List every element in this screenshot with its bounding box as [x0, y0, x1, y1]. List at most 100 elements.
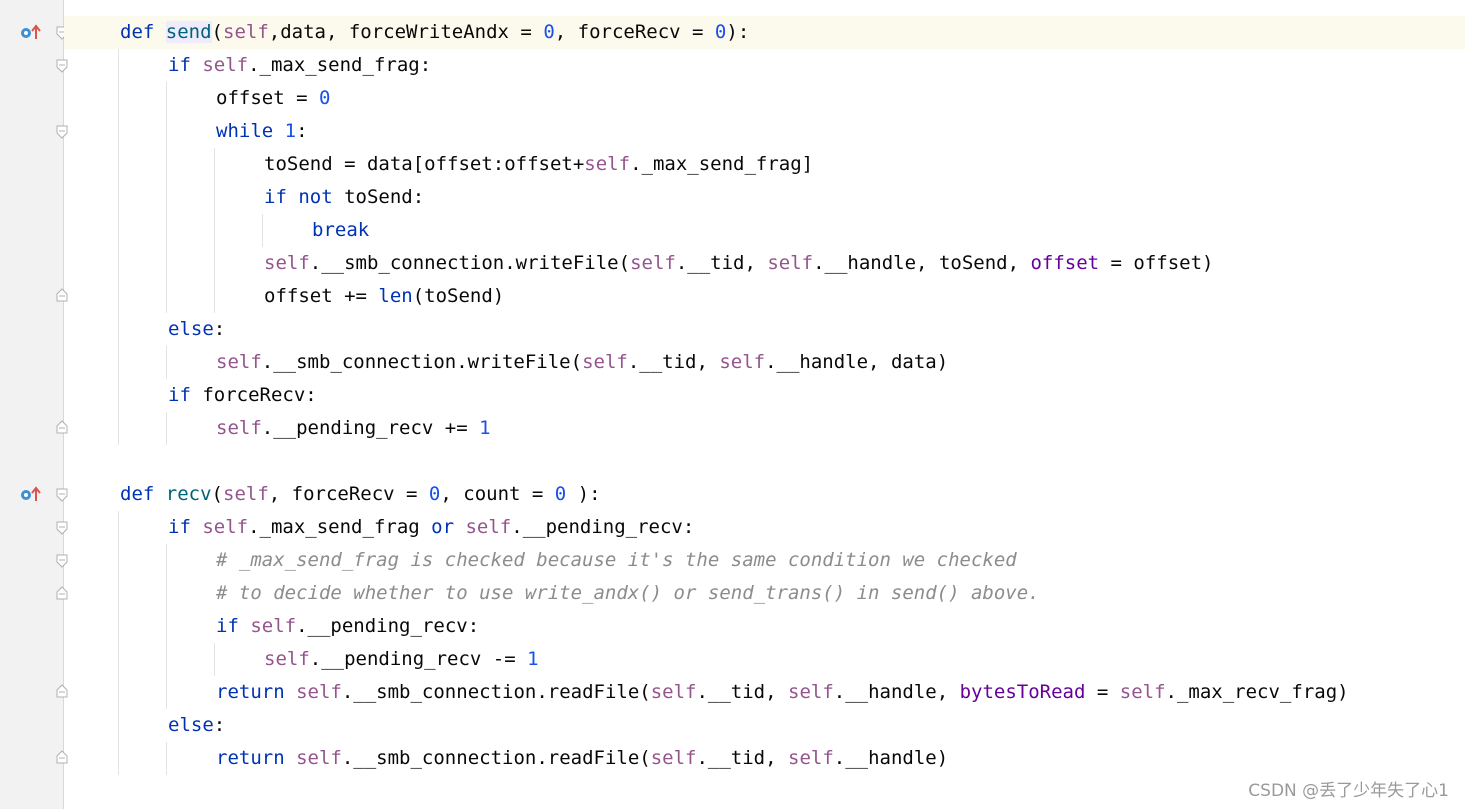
fold-icon[interactable]: [56, 59, 68, 73]
space: [287, 186, 298, 208]
code-text: , forceRecv =: [554, 21, 715, 43]
fold-icon[interactable]: [56, 750, 68, 764]
code-text: =: [1085, 681, 1120, 703]
number: 0: [714, 21, 727, 43]
code-line[interactable]: return self.__smb_connection.readFile(se…: [64, 676, 1465, 709]
code-text: , count =: [440, 483, 555, 505]
keyword: def: [120, 483, 155, 505]
punct: ):: [566, 483, 601, 505]
code-line[interactable]: self.__smb_connection.writeFile(self.__t…: [64, 247, 1465, 280]
code-line[interactable]: # to decide whether to use write_andx() …: [64, 577, 1465, 610]
keyword: if: [168, 516, 191, 538]
number: 1: [284, 120, 297, 142]
code-line[interactable]: while 1:: [64, 115, 1465, 148]
space: [273, 120, 284, 142]
code-line[interactable]: def recv(self, forceRecv = 0, count = 0 …: [64, 478, 1465, 511]
code-text: .__tid,: [696, 681, 788, 703]
punct: (: [211, 483, 223, 505]
code-text: .__tid,: [696, 747, 788, 769]
code-text: .__pending_recv:: [296, 615, 480, 637]
indent-guide: [214, 643, 215, 676]
indent-guide: [214, 148, 215, 313]
self-token: self: [719, 351, 766, 373]
keyword: if: [216, 615, 239, 637]
code-text: ,data, forceWriteAndx =: [268, 21, 544, 43]
code-line[interactable]: if not toSend:: [64, 181, 1465, 214]
code-text: .__smb_connection.readFile(: [341, 747, 651, 769]
code-text: toSend = data[offset:offset+: [264, 153, 585, 175]
code-line[interactable]: offset = 0: [64, 82, 1465, 115]
code-text: offset +=: [264, 285, 379, 307]
keyword: not: [298, 186, 333, 208]
code-line[interactable]: if self._max_send_frag or self.__pending…: [64, 511, 1465, 544]
space: [285, 681, 296, 703]
code-line[interactable]: if forceRecv:: [64, 379, 1465, 412]
number: 0: [543, 21, 555, 43]
indent-guide: [166, 346, 167, 379]
code-text: ._max_send_frag:: [248, 54, 432, 76]
code-line[interactable]: else:: [64, 709, 1465, 742]
code-text: ._max_send_frag]: [630, 153, 814, 175]
code-line[interactable]: return self.__smb_connection.readFile(se…: [64, 742, 1465, 775]
self-token: self: [788, 681, 834, 703]
self-token: self: [296, 747, 342, 769]
code-text: .__smb_connection.readFile(: [341, 681, 651, 703]
space: [154, 483, 165, 505]
code-line[interactable]: break: [64, 214, 1465, 247]
keyword: return: [216, 747, 285, 769]
fold-icon[interactable]: [56, 420, 68, 434]
fold-icon[interactable]: [56, 554, 68, 568]
override-marker-icon[interactable]: [20, 485, 42, 503]
self-token: self: [465, 516, 512, 538]
code-text: toSend:: [332, 186, 425, 208]
keyword-argument: bytesToRead: [959, 681, 1086, 703]
self-token: self: [296, 681, 342, 703]
punct: :: [213, 714, 226, 736]
indent-guide: [166, 82, 167, 313]
punct: :: [296, 120, 308, 142]
keyword: def: [120, 21, 155, 43]
self-token: self: [650, 681, 697, 703]
self-token: self: [788, 747, 834, 769]
code-text: offset =: [216, 87, 319, 109]
number: 1: [479, 417, 491, 439]
code-text: .__tid,: [675, 252, 768, 274]
self-token: self: [630, 252, 676, 274]
punct: :: [213, 318, 226, 340]
code-line[interactable]: self.__pending_recv += 1: [64, 412, 1465, 445]
code-line[interactable]: self.__pending_recv -= 1: [64, 643, 1465, 676]
code-text: = offset): [1099, 252, 1214, 274]
override-marker-icon[interactable]: [20, 23, 42, 41]
self-token: self: [264, 252, 310, 274]
code-line[interactable]: # _max_send_frag is checked because it's…: [64, 544, 1465, 577]
editor-gutter: [0, 0, 64, 809]
self-token: self: [582, 351, 628, 373]
code-line[interactable]: def send(self,data, forceWriteAndx = 0, …: [64, 16, 1465, 49]
code-line[interactable]: if self.__pending_recv:: [64, 610, 1465, 643]
keyword: else: [168, 714, 214, 736]
code-line[interactable]: offset += len(toSend): [64, 280, 1465, 313]
code-editor[interactable]: def send(self,data, forceWriteAndx = 0, …: [64, 0, 1465, 809]
fold-icon[interactable]: [56, 586, 68, 600]
self-token: self: [202, 516, 249, 538]
code-line[interactable]: self.__smb_connection.writeFile(self.__t…: [64, 346, 1465, 379]
fold-icon[interactable]: [56, 488, 68, 502]
space: [191, 516, 202, 538]
code-line[interactable]: toSend = data[offset:offset+self._max_se…: [64, 148, 1465, 181]
indent-guide: [166, 544, 167, 709]
fold-icon[interactable]: [56, 521, 68, 535]
space: [285, 747, 296, 769]
code-line[interactable]: if self._max_send_frag:: [64, 49, 1465, 82]
comment: # to decide whether to use write_andx() …: [216, 582, 1040, 604]
self-token: self: [1119, 681, 1166, 703]
indent-guide: [118, 511, 119, 775]
self-token: self: [264, 648, 310, 670]
code-text: .__handle, toSend,: [813, 252, 1031, 274]
fold-icon[interactable]: [56, 125, 68, 139]
code-line[interactable]: else:: [64, 313, 1465, 346]
builtin-function: len: [378, 285, 413, 307]
self-token: self: [650, 747, 697, 769]
fold-icon[interactable]: [56, 684, 68, 698]
fold-icon[interactable]: [56, 288, 68, 302]
keyword: if: [168, 384, 191, 406]
